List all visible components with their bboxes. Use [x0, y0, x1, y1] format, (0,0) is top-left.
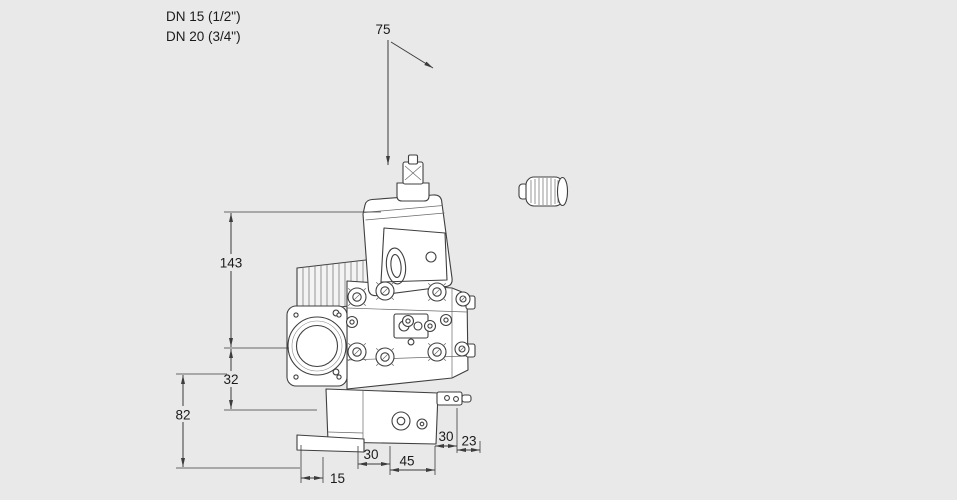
dim-15-label: 15 [330, 471, 345, 486]
bottom-flange-plate [296, 434, 365, 453]
dn-label-2: DN 20 (3/4") [166, 29, 241, 44]
dim-32-label: 32 [223, 372, 238, 387]
dn-label-1: DN 15 (1/2") [166, 9, 241, 24]
dimension-82: 82 [171, 373, 300, 469]
dim-23-label: 23 [461, 434, 476, 449]
dim-30-left-label: 30 [363, 447, 378, 462]
dim-82-label: 82 [175, 408, 190, 423]
side-stem [436, 391, 472, 406]
dim-30-right-label: 30 [438, 429, 453, 444]
dimension-75: 75 [375, 22, 434, 165]
valve-illustration [286, 154, 476, 453]
threaded-plug-illustration [518, 176, 569, 207]
dimension-15: 15 [300, 445, 345, 486]
dim-75-label: 75 [375, 22, 390, 37]
dimension-30-left: 30 [357, 446, 391, 475]
dimension-30-right: 30 [435, 408, 458, 453]
dim-45-label: 45 [399, 454, 414, 469]
dimension-143: 143 [216, 211, 381, 349]
solenoid-actuator [362, 194, 453, 297]
lower-valve-block [325, 388, 439, 445]
dimension-32: 32 [219, 349, 317, 411]
inlet-flange [286, 305, 348, 387]
dimension-23: 23 [457, 434, 481, 453]
actuator-stem [396, 154, 430, 202]
dim-143-label: 143 [220, 256, 243, 271]
dimension-45: 45 [390, 446, 436, 475]
